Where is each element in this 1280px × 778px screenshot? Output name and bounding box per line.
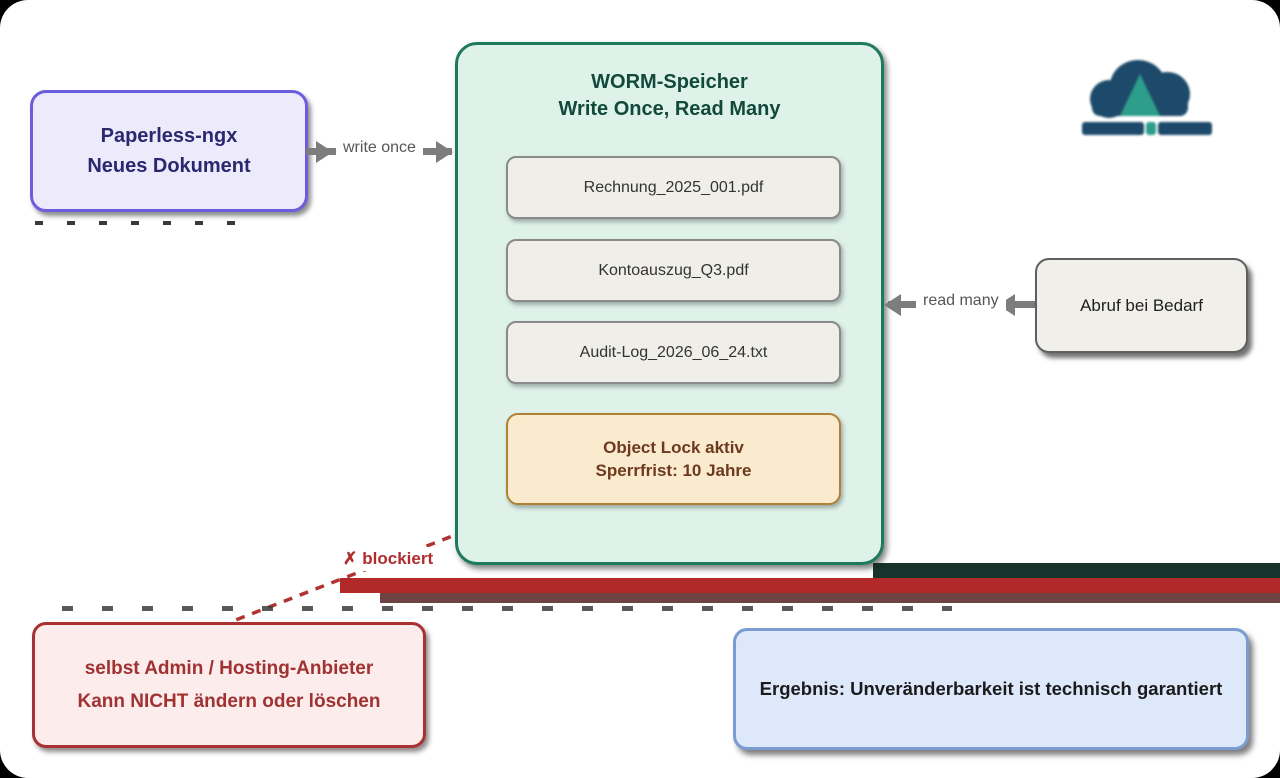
- worm-storage-box: WORM-Speicher Write Once, Read Many Rech…: [455, 42, 884, 565]
- result-box-label: Ergebnis: Unveränderbarkeit ist technisc…: [759, 678, 1223, 699]
- worm-title-line2: Write Once, Read Many: [558, 98, 781, 120]
- worm-title-line1: WORM-Speicher: [591, 71, 748, 93]
- retrieval-box: Abruf bei Bedarf: [1035, 258, 1248, 353]
- admin-restriction-box: selbst Admin / Hosting-Anbieter Kann NIC…: [32, 622, 426, 748]
- paperless-source-box: Paperless-ngx Neues Dokument: [30, 90, 308, 212]
- dashed-shadow-row: [62, 606, 952, 611]
- smear-band-red: [340, 578, 1280, 593]
- source-box-line2: Neues Dokument: [87, 155, 251, 177]
- arrowhead-left-icon: [884, 294, 901, 316]
- write-once-label: write once: [336, 136, 423, 160]
- source-box-line1: Paperless-ngx: [100, 125, 238, 147]
- brand-logo: [1082, 52, 1212, 137]
- arrowhead-right-icon: [436, 141, 453, 163]
- x-blocked-icon: ✗: [343, 549, 358, 568]
- arrowhead-right-icon: [316, 141, 333, 163]
- logo-wordmark: [1158, 122, 1212, 135]
- smear-band-maroon: [380, 593, 1280, 603]
- file-name: Kontoauszug_Q3.pdf: [598, 261, 749, 279]
- object-lock-line1: Object Lock aktiv: [603, 438, 744, 457]
- result-box: Ergebnis: Unveränderbarkeit ist technisc…: [733, 628, 1249, 750]
- object-lock-line2: Sperrfrist: 10 Jahre: [595, 461, 752, 480]
- blocked-label: ✗blockiert: [336, 547, 441, 571]
- admin-box-line1: selbst Admin / Hosting-Anbieter: [84, 658, 374, 679]
- worm-title: WORM-Speicher Write Once, Read Many: [458, 69, 881, 123]
- smear-band-teal: [873, 563, 1280, 578]
- logo-wordmark: [1146, 122, 1156, 135]
- stored-file-item: Audit-Log_2026_06_24.txt: [506, 321, 841, 384]
- file-name: Audit-Log_2026_06_24.txt: [579, 343, 768, 361]
- stored-file-item: Kontoauszug_Q3.pdf: [506, 239, 841, 302]
- read-many-label: read many: [916, 289, 1006, 313]
- blocked-label-text: blockiert: [362, 549, 434, 568]
- dashed-shadow-under-source: [35, 221, 235, 225]
- file-name: Rechnung_2025_001.pdf: [583, 178, 764, 196]
- admin-box-line2: Kann NICHT ändern oder löschen: [77, 691, 381, 712]
- object-lock-box: Object Lock aktiv Sperrfrist: 10 Jahre: [506, 413, 841, 505]
- logo-wordmark: [1082, 122, 1144, 135]
- retrieval-box-label: Abruf bei Bedarf: [1080, 295, 1203, 315]
- stored-file-item: Rechnung_2025_001.pdf: [506, 156, 841, 219]
